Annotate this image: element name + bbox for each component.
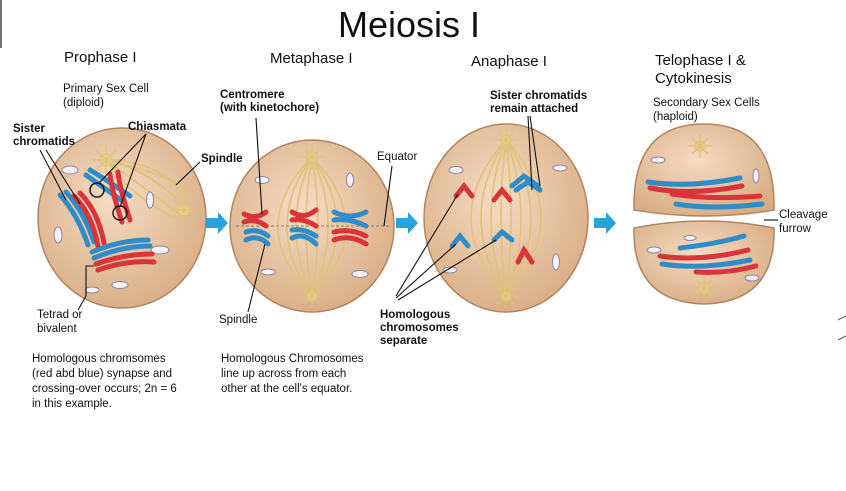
- arrow-icon: [206, 212, 228, 234]
- stage-telophase-label-2: Cytokinesis: [655, 70, 732, 87]
- anaphase-cell: [423, 123, 589, 313]
- prophase-description-line: Homologous chromsomes: [32, 353, 166, 365]
- stage-metaphase-label: Metaphase I: [270, 50, 353, 67]
- metaphase-description-line: other at the cell's equator.: [221, 383, 353, 395]
- equator-label: Equator: [377, 151, 418, 163]
- prophase-description-line: in this example.: [32, 398, 112, 410]
- spindle-label-bottom: Spindle: [219, 314, 258, 326]
- metaphase-description-line: line up across from each: [221, 368, 347, 380]
- page-title: Meiosis I: [338, 4, 481, 45]
- centromere-label-1: Centromere: [220, 89, 285, 101]
- homologous-separate-label-1: Homologous: [380, 309, 451, 321]
- diploid-label: (diploid): [63, 97, 104, 109]
- centrosome-icon: [92, 146, 120, 174]
- stage-telophase-label-1: Telophase I &: [655, 52, 746, 69]
- centromere-label-2: (with kinetochore): [220, 102, 320, 114]
- cleavage-furrow-label-2: furrow: [779, 223, 811, 235]
- stage-anaphase-label: Anaphase I: [471, 53, 547, 70]
- chiasmata-label: Chiasmata: [128, 121, 187, 133]
- homologous-separate-label-3: separate: [380, 335, 428, 347]
- telophase-cells: [633, 123, 775, 305]
- arrow-icon: [594, 212, 616, 234]
- stage-prophase-label: Prophase I: [64, 49, 137, 66]
- arrow-icon: [396, 212, 418, 234]
- metaphase-description-line: Homologous Chromosomes: [221, 353, 364, 365]
- metaphase-description: Homologous Chromosomes line up across fr…: [221, 352, 364, 397]
- haploid-label: (haploid): [653, 111, 698, 123]
- spindle-label-top: Spindle: [201, 153, 243, 165]
- metaphase-cell: [229, 139, 395, 313]
- remain-attached-label-1: Sister chromatids: [490, 90, 588, 102]
- secondary-sex-cells-label: Secondary Sex Cells: [653, 97, 760, 109]
- cleavage-furrow-label-1: Cleavage: [779, 209, 828, 221]
- tetrad-label-2: bivalent: [37, 323, 77, 335]
- sister-chromatids-label-2: chromatids: [13, 136, 75, 148]
- prophase-description-line: (red abd blue) synapse and: [32, 368, 173, 380]
- primary-sex-cell-label: Primary Sex Cell: [63, 83, 149, 95]
- sister-chromatids-label-1: Sister: [13, 123, 45, 135]
- prophase-description-line: crossing-over occurs; 2n = 6: [32, 383, 177, 395]
- homologous-separate-label-2: chromosomes: [380, 322, 459, 334]
- prophase-cell: [37, 127, 207, 309]
- tetrad-label-1: Tetrad or: [37, 309, 83, 321]
- prophase-description: Homologous chromsomes (red abd blue) syn…: [32, 352, 177, 412]
- remain-attached-label-2: remain attached: [490, 103, 579, 115]
